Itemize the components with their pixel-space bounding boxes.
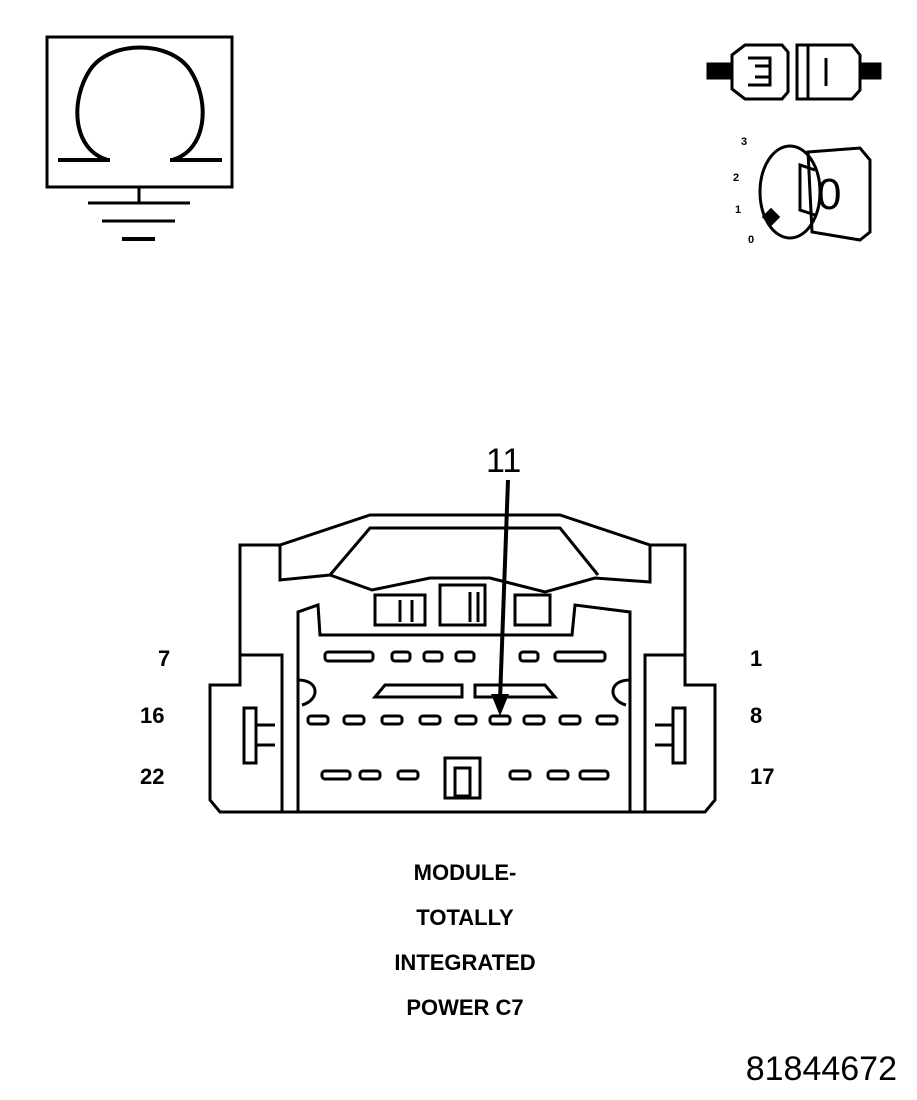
pin-cavity: [508, 769, 532, 781]
callout-arrow: [491, 479, 510, 716]
ignition-position-2: 2: [733, 172, 740, 184]
pin-cavity: [306, 714, 330, 726]
ohmmeter-ground-icon: [45, 35, 234, 241]
ignition-position-0: 0: [748, 234, 755, 246]
document-number: 81844672: [745, 1050, 897, 1088]
pin-cavity: [454, 650, 476, 663]
pin-cavity: [518, 650, 540, 663]
pin-cavity: [396, 769, 420, 781]
ignition-key-label: 0: [817, 170, 842, 219]
connector-title-line: INTEGRATED: [394, 950, 536, 975]
pin-label-left-bottom: 22: [140, 764, 165, 789]
pin-cavity: [558, 714, 582, 726]
pin-cavity: [553, 650, 607, 663]
connector-title-line: TOTALLY: [416, 905, 514, 930]
pin-cavity: [320, 769, 352, 781]
pin-cavity: [595, 714, 619, 726]
pin-row-1: [323, 650, 607, 663]
callout-pin-label: 11: [486, 442, 522, 480]
pin-cavity: [323, 650, 375, 663]
pin-label-left-middle: 16: [140, 703, 165, 728]
pin-label-right-top: 1: [750, 646, 763, 671]
connector-title-line: POWER C7: [406, 995, 524, 1020]
pin-cavity: [342, 714, 366, 726]
pin-cavity: [422, 650, 444, 663]
ignition-key-off-icon: [758, 144, 872, 242]
pin-label-right-bottom: 17: [750, 764, 775, 789]
pin-cavity: [380, 714, 404, 726]
pin-cavity: [522, 714, 546, 726]
ignition-position-3: 3: [741, 136, 748, 148]
pin-cavity: [390, 650, 412, 663]
ignition-position-1: 1: [735, 204, 742, 216]
pin-cavity: [546, 769, 570, 781]
pin-row-2: [306, 714, 619, 726]
pin-label-right-middle: 8: [750, 703, 763, 728]
center-lock-inner: [453, 766, 472, 798]
pin-cavity: [418, 714, 442, 726]
pin-cavity: [454, 714, 478, 726]
key-slots: [371, 683, 559, 699]
connector-title-line: MODULE-: [413, 860, 517, 885]
connector-title: MODULE- TOTALLY INTEGRATED POWER C7: [300, 850, 630, 1030]
pin-label-left-top: 7: [158, 646, 171, 671]
connector-face: [208, 513, 717, 814]
pin-cavity: [578, 769, 610, 781]
connector-disconnected-icon: [706, 43, 882, 101]
pin-cavity-11: [488, 714, 512, 726]
pin-cavity: [358, 769, 382, 781]
pin-row-3: [320, 756, 610, 800]
